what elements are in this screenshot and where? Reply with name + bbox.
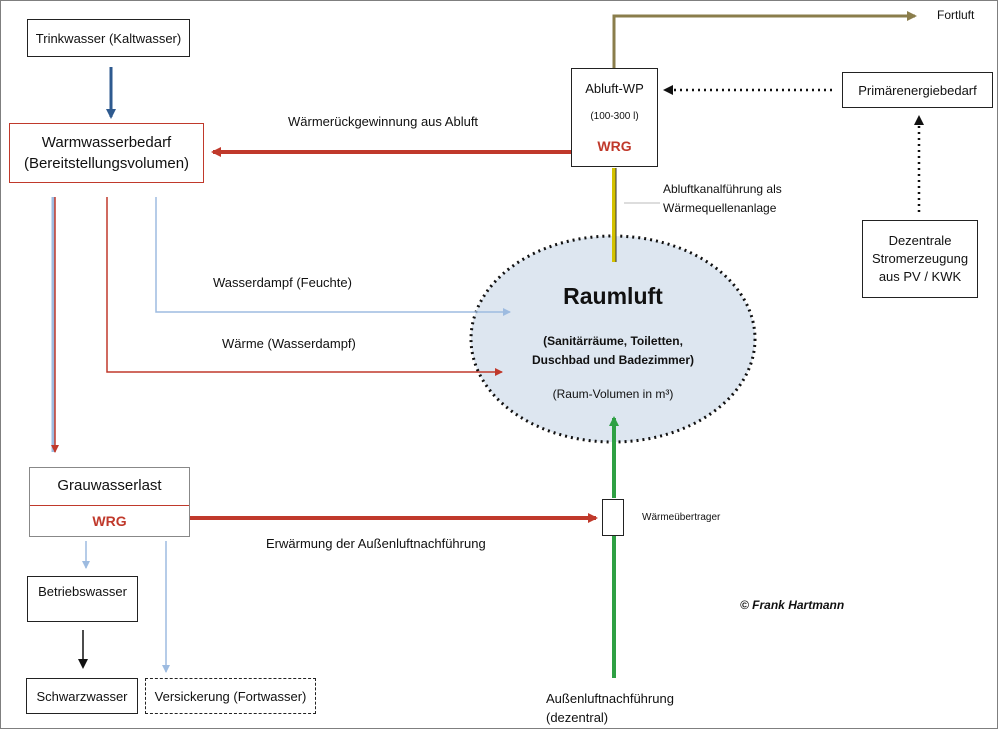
- copyright-label: © Frank Hartmann: [740, 598, 845, 612]
- warmwasserbedarf-box: Warmwasserbedarf (Bereitstellungsvolumen…: [9, 123, 204, 183]
- abluft-wp-wrg: WRG: [597, 138, 632, 155]
- primaerenergie-label: Primärenergiebedarf: [858, 82, 977, 98]
- schwarzwasser-label: Schwarzwasser: [36, 688, 128, 704]
- fortluft-label: Fortluft: [937, 8, 975, 22]
- raumluft-title: Raumluft: [563, 283, 663, 309]
- waermeuebertrager-box: [602, 499, 624, 536]
- wasserdampf-label: Wasserdampf (Feuchte): [213, 275, 352, 290]
- warmwasser-title: Warmwasserbedarf: [41, 134, 172, 151]
- waermeuebertrager-label: Wärmeübertrager: [642, 512, 721, 523]
- raumluft-sub-line1: (Sanitärräume, Toiletten,: [543, 334, 683, 348]
- grauwasser-title: Grauwasserlast: [30, 468, 189, 506]
- versickerung-label: Versickerung (Fortwasser): [154, 688, 307, 704]
- schwarzwasser-box: Schwarzwasser: [26, 678, 138, 714]
- dezentral-line3: aus PV / KWK: [878, 269, 962, 284]
- aussenluft-label-line2: (dezentral): [546, 710, 609, 725]
- trinkwasser-box: Trinkwasser (Kaltwasser): [27, 19, 190, 57]
- waerme-label: Wärme (Wasserdampf): [222, 336, 356, 351]
- raumluft-volume: (Raum-Volumen in m³): [552, 387, 674, 401]
- dezentral-line2: Stromerzeugung: [871, 251, 969, 266]
- trinkwasser-label: Trinkwasser (Kaltwasser): [35, 30, 182, 46]
- dezentral-line1: Dezentrale: [888, 233, 952, 248]
- betriebswasser-label: Betriebswasser: [38, 584, 127, 599]
- abluft-wp-title: Abluft-WP: [585, 80, 644, 96]
- fortluft-arrow: [612, 11, 917, 68]
- versickerung-box: Versickerung (Fortwasser): [145, 678, 316, 714]
- aussenluft-label-line1: Außenluftnachführung: [546, 691, 674, 706]
- waerme-arrow: [106, 197, 503, 376]
- erwaermung-label: Erwärmung der Außenluftnachführung: [266, 536, 486, 551]
- abluftkanal-label-line1: Abluftkanalführung als: [663, 182, 782, 196]
- warmwasser-subtitle: (Bereitstellungsvolumen): [23, 155, 190, 172]
- abluft-wp-box: Abluft-WP (100-300 l) WRG: [571, 68, 658, 167]
- betriebswasser-box: Betriebswasser: [27, 576, 138, 622]
- dezentral-box: Dezentrale Stromerzeugung aus PV / KWK: [862, 220, 978, 298]
- primaerenergie-box: Primärenergiebedarf: [842, 72, 993, 108]
- abluftkanal-label-line2: Wärmequellenanlage: [663, 201, 777, 215]
- grauwasser-wrg: WRG: [92, 513, 127, 529]
- wasserdampf-arrow: [155, 197, 511, 316]
- wrg-abluft-label: Wärmerückgewinnung aus Abluft: [288, 114, 479, 129]
- raumluft-sub-line2: Duschbad und Badezimmer): [531, 353, 695, 367]
- grauwasser-box: Grauwasserlast WRG: [29, 467, 190, 537]
- abluft-wp-volume: (100-300 l): [590, 111, 639, 123]
